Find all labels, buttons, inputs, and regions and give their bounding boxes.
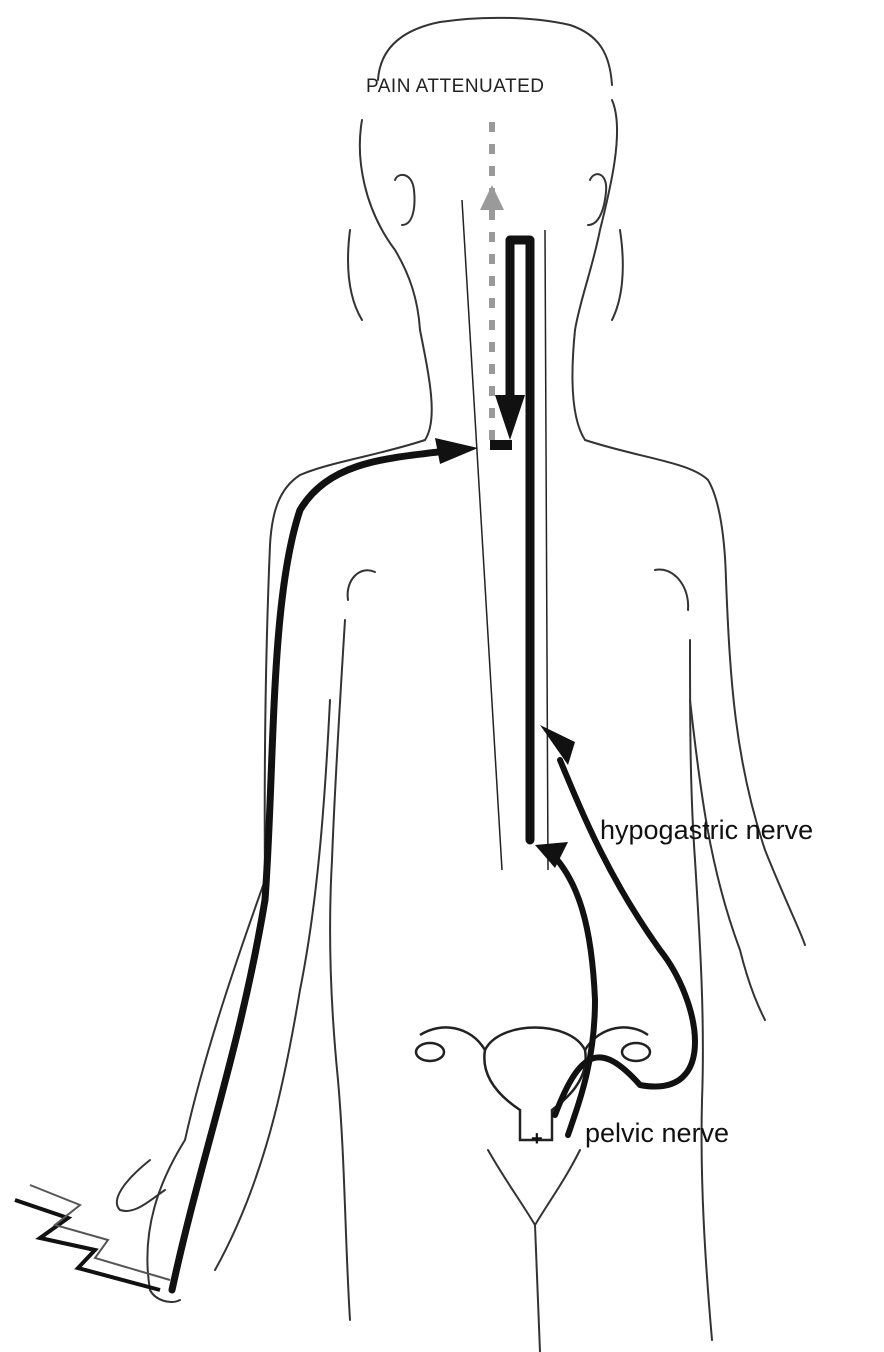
shoulder-right [585,440,726,580]
ovary-right [622,1043,650,1061]
pain-attenuated-label: PAIN ATTENUATED [366,76,545,98]
face-right-outline [575,100,617,330]
fallopian-tube-left [420,1027,485,1050]
breast-left [348,570,375,600]
face-left-outline [360,120,420,330]
neck-left [420,330,432,440]
body-outline [117,18,805,1352]
spinal-cord [462,200,548,870]
pelvic-v [488,1150,580,1225]
right-arm-outer [726,580,805,945]
neck-right [572,330,585,440]
breast-right [655,569,688,610]
torso-left [330,620,350,1320]
inhibition-minus-sign [490,440,512,450]
excitation-plus-sign: + [531,1128,543,1151]
left-hand [117,1160,165,1211]
lightning-bolt-icon [15,1185,170,1290]
spinal-cord-left-edge [462,200,502,870]
spinal-cord-right-edge [545,230,548,870]
spinal-ascending-column [510,240,530,840]
pelvic-nerve-label: pelvic nerve [585,1118,729,1149]
ovary-left [416,1043,444,1061]
leg-midline [535,1225,540,1352]
head-outline [378,18,612,85]
left-ear [395,175,415,225]
arm-afferent-pathway [172,450,455,1290]
hair-left [348,230,362,320]
ascending-pathway-arrowhead [480,185,504,210]
hair-right [612,230,623,320]
descending-inhibition-arrowhead [495,395,525,440]
hypogastric-nerve-label: hypogastric nerve [600,815,813,846]
torso-right [690,640,712,1340]
ascending-attenuated-pathway [480,110,504,440]
arm-afferent-arrowhead [435,438,478,464]
hypogastric-nerve-pathway [555,760,695,1115]
